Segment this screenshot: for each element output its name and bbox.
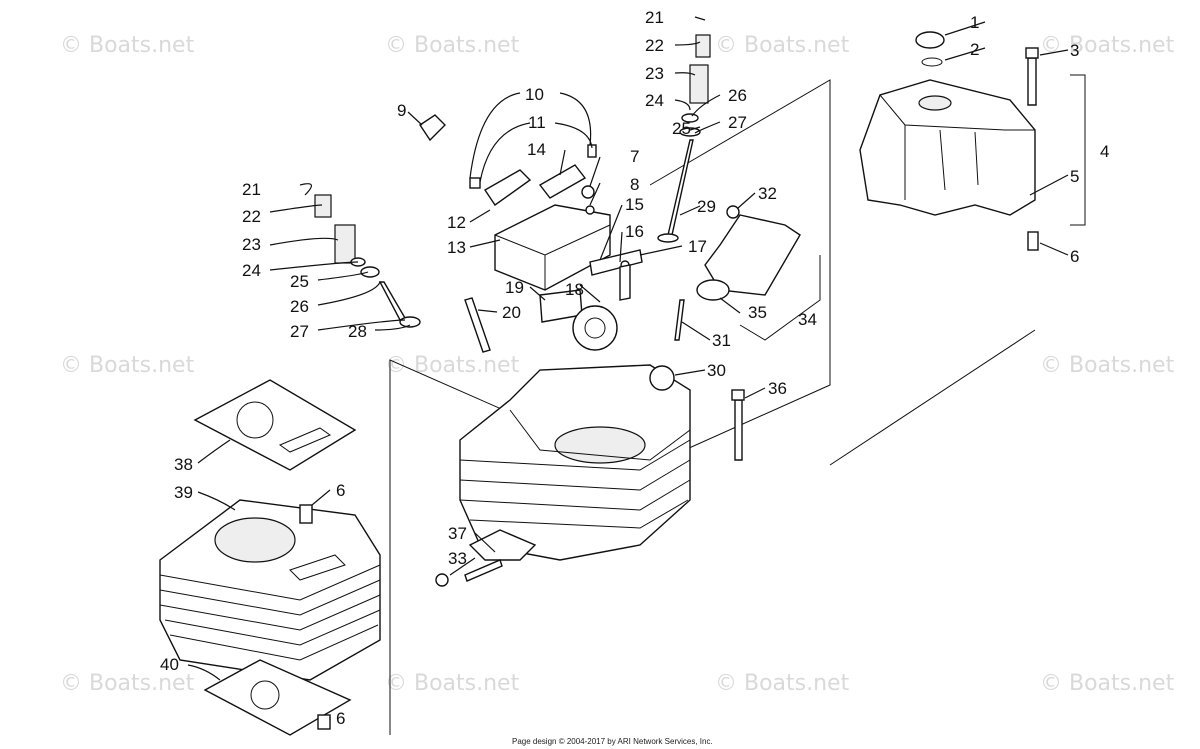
callout-23[interactable]: 23: [242, 235, 261, 254]
watermark: © Boats.net: [1040, 671, 1175, 696]
stud: [464, 559, 503, 582]
cover-bolt: [1027, 57, 1037, 106]
callout-14[interactable]: 14: [527, 140, 546, 159]
spark-plug: [464, 297, 491, 353]
callout-6[interactable]: 6: [336, 709, 345, 728]
callout-5[interactable]: 5: [1070, 167, 1079, 186]
callout-26[interactable]: 26: [290, 297, 309, 316]
rocker-arm: [484, 169, 532, 206]
callout-3[interactable]: 3: [1070, 41, 1079, 60]
callout-12[interactable]: 12: [447, 213, 466, 232]
callout-6[interactable]: 6: [1070, 247, 1079, 266]
callout-35[interactable]: 35: [748, 303, 767, 322]
watermark: © Boats.net: [715, 671, 850, 696]
callout-19[interactable]: 19: [505, 278, 524, 297]
callout-29[interactable]: 29: [697, 197, 716, 216]
watermark: © Boats.net: [60, 353, 195, 378]
callout-38[interactable]: 38: [174, 455, 193, 474]
callout-28[interactable]: 28: [348, 322, 367, 341]
callouts: 1 2 3 4 5 6 7 8 9 10 11 12 13 14 15 16 1…: [160, 8, 1109, 728]
callout-25[interactable]: 25: [290, 272, 309, 291]
leader-lines: [187, 16, 1069, 720]
nut: [435, 573, 449, 587]
dowel-pin: [299, 504, 313, 524]
callout-13[interactable]: 13: [447, 238, 466, 257]
base-gasket: [203, 659, 352, 736]
watermark: © Boats.net: [60, 33, 195, 58]
callout-7[interactable]: 7: [630, 147, 639, 166]
cylinder-block: [159, 499, 381, 681]
oil-filler-cap: [915, 31, 945, 49]
watermarks: © Boats.net © Boats.net © Boats.net © Bo…: [60, 33, 1175, 696]
callout-18[interactable]: 18: [565, 280, 584, 299]
watermark: © Boats.net: [60, 671, 195, 696]
watermark: © Boats.net: [385, 33, 520, 58]
callout-4[interactable]: 4: [1100, 142, 1109, 161]
callout-30[interactable]: 30: [707, 361, 726, 380]
callout-37[interactable]: 37: [448, 524, 467, 543]
callout-22[interactable]: 22: [242, 207, 261, 226]
callout-24[interactable]: 24: [242, 261, 261, 280]
callout-26[interactable]: 26: [728, 86, 747, 105]
callout-31[interactable]: 31: [712, 331, 731, 350]
watermark: © Boats.net: [1040, 353, 1175, 378]
head-gasket: [193, 379, 357, 471]
callout-21[interactable]: 21: [645, 8, 664, 27]
watermark: © Boats.net: [385, 671, 520, 696]
valve: [667, 139, 694, 236]
dowel-pin: [317, 714, 331, 730]
callout-22[interactable]: 22: [645, 36, 664, 55]
callout-32[interactable]: 32: [758, 184, 777, 203]
rocker-arm: [538, 164, 587, 199]
cylinder-head: [435, 364, 745, 587]
callout-39[interactable]: 39: [174, 483, 193, 502]
callout-40[interactable]: 40: [160, 655, 179, 674]
callout-23[interactable]: 23: [645, 64, 664, 83]
copyright-footer: Page design © 2004-2017 by ARI Network S…: [512, 737, 713, 746]
breather-fitting: [419, 114, 446, 142]
valve-cover-assembly: [859, 31, 1086, 251]
callout-6[interactable]: 6: [336, 481, 345, 500]
callout-11[interactable]: 11: [528, 113, 546, 132]
callout-27[interactable]: 27: [728, 113, 747, 132]
callout-1[interactable]: 1: [970, 13, 979, 32]
callout-20[interactable]: 20: [502, 303, 521, 322]
callout-25[interactable]: 25: [672, 119, 691, 138]
watermark: © Boats.net: [715, 33, 850, 58]
callout-15[interactable]: 15: [625, 195, 644, 214]
callout-8[interactable]: 8: [630, 175, 639, 194]
intake-manifold: [674, 205, 821, 341]
callout-24[interactable]: 24: [645, 91, 664, 110]
callout-34[interactable]: 34: [798, 310, 817, 329]
valve-trains: [314, 34, 711, 328]
callout-16[interactable]: 16: [625, 222, 644, 241]
callout-33[interactable]: 33: [448, 549, 467, 568]
dowel-pin: [1027, 231, 1039, 251]
cam-sprocket: [572, 305, 618, 351]
watermark: © Boats.net: [1040, 33, 1175, 58]
head-bolt: [734, 399, 743, 461]
rocker-assembly: [419, 114, 643, 353]
callout-27[interactable]: 27: [290, 322, 309, 341]
callout-17[interactable]: 17: [688, 237, 707, 256]
valve: [378, 281, 407, 321]
callout-10[interactable]: 10: [525, 85, 544, 104]
callout-2[interactable]: 2: [970, 40, 979, 59]
callout-9[interactable]: 9: [397, 101, 406, 120]
callout-36[interactable]: 36: [768, 379, 787, 398]
watermark: © Boats.net: [385, 353, 520, 378]
callout-21[interactable]: 21: [242, 180, 261, 199]
